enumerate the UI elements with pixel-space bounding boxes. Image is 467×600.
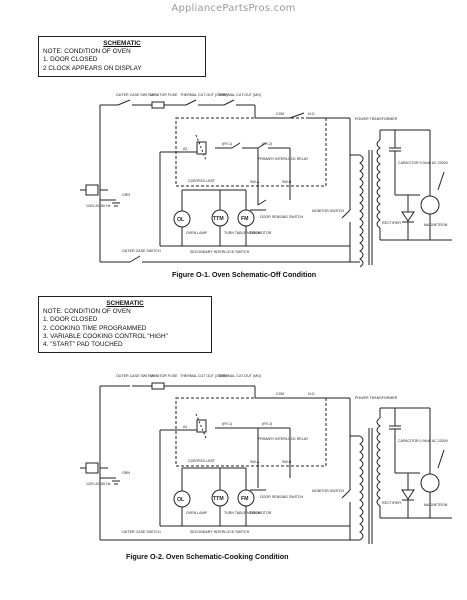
primary-interlock-relay-label: PRIMARY INTERLOCK RELAY (258, 437, 309, 441)
outer-case-switch-label: OUTER CASE SWITCH (116, 374, 155, 378)
figure-caption-fig1: Figure O-1. Oven Schematic-Off Condition (172, 270, 317, 279)
a2-label: A2 (183, 425, 187, 429)
schematic-diagram-fig2: OUTER CASE SWITCH MONITOR FUSE THERMAL C… (80, 374, 452, 544)
outer-case-switch-bottom-label: OUTER CASE SWITCH (122, 249, 161, 253)
note-item: 1. DOOR CLOSED (43, 56, 98, 64)
control-unit-label: CONTROL UNIT (188, 459, 216, 463)
fan-motor-symbol: FM (241, 496, 249, 502)
monitor-switch-label: MONITOR SWITCH (312, 209, 344, 213)
turntable-motor-symbol: TTM (213, 496, 224, 502)
note-condition: NOTE: CONDITION OF OVEN (43, 48, 131, 56)
turntable-motor-label: TURN TABLE MOTOR (224, 511, 261, 515)
thermal-cutout-mg-label: THERMAL CUT-OUT (MG) (218, 93, 261, 97)
note-item: 3. VARIABLE COOKING CONTROL "HIGH" (43, 332, 168, 340)
sw-a-label: SW-A (250, 180, 260, 184)
ry1-label: (RY-1) (222, 422, 232, 426)
capacitor-label: CAPACITOR 0.94uF AC 2200V (398, 161, 449, 165)
schematic-note-fig1: SCHEMATIC NOTE: CONDITION OF OVEN 1. DOO… (38, 36, 206, 77)
secondary-interlock-switch-label: SECONDARY INTERLOCK SWITCH (190, 530, 250, 534)
outer-case-switch-label: OUTER CASE SWITCH (116, 93, 155, 97)
ry2-label: (RY-2) (262, 422, 272, 426)
oven-lamp-symbol: OL (177, 497, 185, 503)
oven-lamp-symbol: OL (177, 217, 185, 223)
control-unit-label: CONTROL UNIT (188, 179, 216, 183)
note-item: 1. DOOR CLOSED (43, 316, 98, 324)
line-voltage-label: 120V AC 60 Hz (86, 482, 111, 486)
note-heading: SCHEMATIC (103, 40, 141, 47)
ry1-label: (RY-1) (222, 142, 232, 146)
note-condition: NOTE: CONDITION OF OVEN (43, 308, 131, 316)
a2-label: A2 (183, 147, 187, 151)
thermal-cutout-mg-label: THERMAL CUT-OUT (MG) (218, 374, 261, 378)
note-item: 4. "START" PAD TOUCHED (43, 341, 123, 349)
figure-caption-fig2: Figure O-2. Oven Schematic-Cooking Condi… (126, 552, 289, 561)
ground-label: GRN (122, 471, 130, 475)
primary-interlock-relay-label: PRIMARY INTERLOCK RELAY (258, 157, 309, 161)
magnetron-label: MAGNETRON (424, 503, 448, 507)
com-label: COM (276, 392, 284, 396)
note-heading: SCHEMATIC (106, 300, 144, 307)
thermal-cutout-oven-label: THERMAL CUT OUT (OVEN) (180, 93, 227, 97)
fan-motor-symbol: FM (241, 216, 249, 222)
capacitor-label: CAPACITOR 0.94uF AC 2200V (398, 439, 449, 443)
turntable-motor-symbol: TTM (213, 216, 224, 222)
line-voltage-label: 120V AC 60 Hz (86, 204, 111, 208)
door-sensing-switch-label: DOOR SENSING SWITCH (260, 215, 304, 219)
ground-label: GRN (122, 193, 130, 197)
turntable-motor-label: TURN TABLE MOTOR (224, 231, 261, 235)
door-sensing-switch-label: DOOR SENSING SWITCH (260, 495, 304, 499)
sw-b-label: SW-B (282, 180, 292, 184)
sw-a-label: SW-A (250, 460, 260, 464)
sw-b-label: SW-B (282, 460, 292, 464)
rectifier-label: RECTIFIER (382, 501, 401, 505)
thermal-cutout-oven-label: THERMAL CUT OUT (OVEN) (180, 374, 227, 378)
com-label: COM (276, 112, 284, 116)
watermark: AppliancePartsPros.com (171, 3, 296, 14)
monitor-switch-label: MONITOR SWITCH (312, 489, 344, 493)
oven-lamp-label: OVEN LAMP (186, 511, 208, 515)
magnetron-label: MAGNETRON (424, 223, 448, 227)
fan-motor-label: FAN MOTOR (250, 231, 272, 235)
oven-lamp-label: OVEN LAMP (186, 231, 208, 235)
schematic-note-fig2: SCHEMATIC NOTE: CONDITION OF OVEN 1. DOO… (38, 296, 212, 354)
no-label: N.O. (308, 112, 315, 116)
outer-case-switch-bottom-label: OUTER CASE SWITCH (122, 530, 161, 534)
monitor-fuse-label: MONITOR FUSE (150, 93, 178, 97)
monitor-fuse-label: MONITOR FUSE (150, 374, 178, 378)
rectifier-label: RECTIFIER (382, 221, 401, 225)
power-transformer-label: POWER TRANSFORMER (355, 117, 398, 121)
ry2-label: (RY-2) (262, 142, 272, 146)
secondary-interlock-switch-label: SECONDARY INTERLOCK SWITCH (190, 250, 250, 254)
note-item: 2. COOKING TIME PROGRAMMED (43, 324, 147, 332)
no-label: N.O. (308, 392, 315, 396)
power-transformer-label: POWER TRANSFORMER (355, 396, 398, 400)
note-item: 2 CLOCK APPEARS ON DISPLAY (43, 64, 142, 72)
schematic-diagram-fig1: OUTER CASE SWITCH MONITOR FUSE THERMAL C… (80, 93, 452, 268)
fan-motor-label: FAN MOTOR (250, 511, 272, 515)
